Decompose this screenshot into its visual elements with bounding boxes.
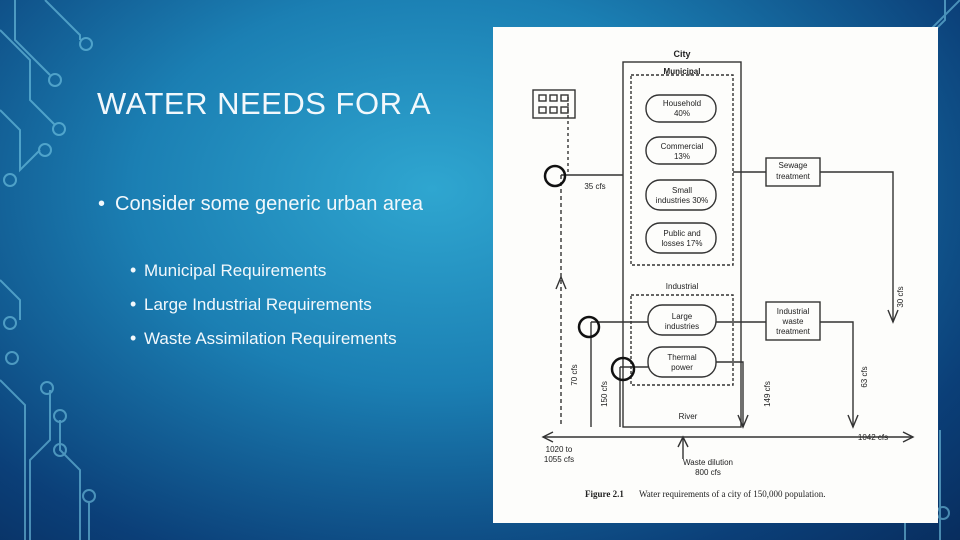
water-requirements-figure: City Municipal Household 40% Commercial … <box>493 27 938 523</box>
flow-diagram: City Municipal Household 40% Commercial … <box>493 27 938 523</box>
inflow-label-2: 1055 cfs <box>544 455 574 464</box>
sub-bullet-text: Municipal Requirements <box>144 261 326 280</box>
sewage-label-2: treatment <box>776 172 811 181</box>
large-industries-label: Large <box>672 312 693 321</box>
flow-30-label: 30 cfs <box>896 286 905 307</box>
public-losses-label: Public and <box>663 229 700 238</box>
industrial-waste-label-2: waste <box>782 317 804 326</box>
inflow-label: 1020 to <box>546 445 573 454</box>
industrial-waste-label-3: treatment <box>776 327 811 336</box>
city-label: City <box>673 49 690 59</box>
bullet-dot: • <box>130 328 144 349</box>
sub-bullet-industrial: •Large Industrial Requirements <box>130 294 372 315</box>
flow-150-label: 150 cfs <box>600 381 609 407</box>
small-industries-percent: industries 30% <box>656 196 708 205</box>
bullet-dot: • <box>130 294 144 315</box>
highlight-circle <box>545 166 565 186</box>
waste-dilution-label: Waste dilution <box>683 458 733 467</box>
thermal-power-label: Thermal <box>667 353 697 362</box>
small-industries-label: Small <box>672 186 692 195</box>
river-label: River <box>679 412 698 421</box>
building-icon <box>533 90 575 118</box>
municipal-label: Municipal <box>664 67 701 76</box>
sub-bullet-municipal: •Municipal Requirements <box>130 260 326 281</box>
outflow-label: 1042 cfs <box>858 433 888 442</box>
caption-text: Water requirements of a city of 150,000 … <box>639 489 825 499</box>
flow-70-label: 70 cfs <box>570 364 579 385</box>
flow-35-label: 35 cfs <box>584 182 605 191</box>
household-label: Household <box>663 99 701 108</box>
caption-label: Figure 2.1 <box>585 489 624 499</box>
sub-bullet-waste: •Waste Assimilation Requirements <box>130 328 397 349</box>
sub-bullet-text: Waste Assimilation Requirements <box>144 329 397 348</box>
flow-63-label: 63 cfs <box>860 366 869 387</box>
small-industries-box <box>646 180 716 210</box>
main-bullet-text: Consider some generic urban area <box>98 188 468 221</box>
bullet-dot: • <box>130 260 144 281</box>
sewage-label: Sewage <box>779 161 808 170</box>
bullet-dot: • <box>98 188 105 221</box>
thermal-power-box <box>648 347 716 377</box>
slide-title: WATER NEEDS FOR A <box>97 86 431 122</box>
public-losses-percent: losses 17% <box>662 239 703 248</box>
household-percent: 40% <box>674 109 690 118</box>
commercial-label: Commercial <box>661 142 704 151</box>
industrial-waste-label: Industrial <box>777 307 810 316</box>
industrial-label: Industrial <box>666 282 699 291</box>
commercial-percent: 13% <box>674 152 690 161</box>
waste-dilution-value: 800 cfs <box>695 468 721 477</box>
main-bullet: • Consider some generic urban area <box>98 188 468 221</box>
public-losses-box <box>646 223 716 253</box>
large-industries-label-2: industries <box>665 322 699 331</box>
sub-bullet-text: Large Industrial Requirements <box>144 295 372 314</box>
thermal-power-label-2: power <box>671 363 693 372</box>
highlight-circle <box>579 317 599 337</box>
flow-149-label: 149 cfs <box>763 381 772 407</box>
